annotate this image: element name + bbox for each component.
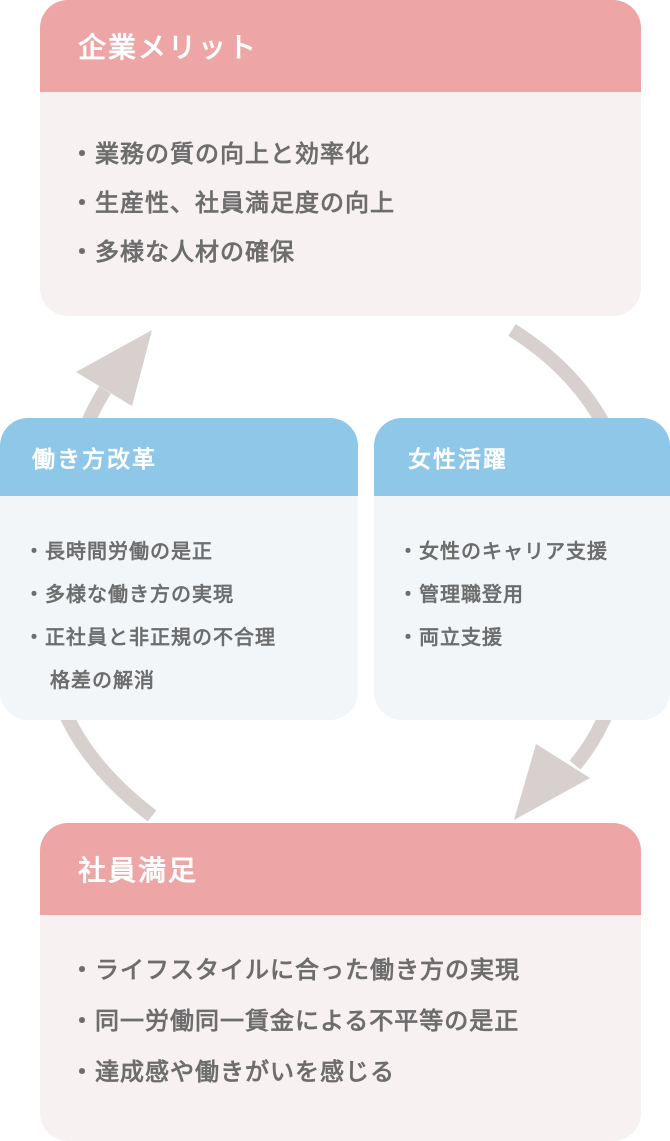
reform-card-body: 長時間労働の是正 多様な働き方の実現 正社員と非正規の不合理 格差の解消 [0, 496, 358, 720]
merit-list: 業務の質の向上と効率化 生産性、社員満足度の向上 多様な人材の確保 [70, 130, 641, 277]
women-list: 女性のキャリア支援 管理職登用 両立支援 [398, 530, 670, 659]
merit-title: 企業メリット [78, 31, 259, 64]
list-item: 生産性、社員満足度の向上 [70, 179, 641, 228]
list-item: ライフスタイルに合った働き方の実現 [70, 945, 641, 996]
list-item: 同一労働同一賃金による不平等の是正 [70, 996, 641, 1047]
arrow-down-icon [514, 744, 590, 820]
arrow-up-icon [76, 330, 152, 406]
list-item: 長時間労働の是正 [24, 530, 358, 573]
list-item-text: 長時間労働の是正 [45, 539, 213, 563]
merit-card-body: 業務の質の向上と効率化 生産性、社員満足度の向上 多様な人材の確保 [40, 92, 641, 316]
satisfaction-card-header: 社員満足 [40, 823, 641, 915]
list-item-text: 正社員と非正規の不合理 [45, 625, 276, 649]
list-item: 達成感や働きがいを感じる [70, 1047, 641, 1098]
reform-card: 働き方改革 長時間労働の是正 多様な働き方の実現 正社員と非正規の不合理 格差の… [0, 418, 358, 720]
list-item: 多様な人材の確保 [70, 228, 641, 277]
list-item: 多様な働き方の実現 [24, 573, 358, 616]
women-title: 女性活躍 [408, 447, 508, 473]
list-item-continuation: 格差の解消 [24, 659, 358, 702]
satisfaction-list: ライフスタイルに合った働き方の実現 同一労働同一賃金による不平等の是正 達成感や… [70, 945, 641, 1098]
satisfaction-title: 社員満足 [78, 854, 199, 887]
list-item-text: 格差の解消 [50, 668, 155, 692]
satisfaction-card-body: ライフスタイルに合った働き方の実現 同一労働同一賃金による不平等の是正 達成感や… [40, 915, 641, 1141]
reform-card-header: 働き方改革 [0, 418, 358, 496]
list-item: 両立支援 [398, 616, 670, 659]
women-card-body: 女性のキャリア支援 管理職登用 両立支援 [374, 496, 670, 720]
merit-card: 企業メリット 業務の質の向上と効率化 生産性、社員満足度の向上 多様な人材の確保 [40, 0, 641, 316]
list-item: 業務の質の向上と効率化 [70, 130, 641, 179]
reform-list: 長時間労働の是正 多様な働き方の実現 正社員と非正規の不合理 格差の解消 [24, 530, 358, 702]
women-card: 女性活躍 女性のキャリア支援 管理職登用 両立支援 [374, 418, 670, 720]
list-item: 正社員と非正規の不合理 [24, 616, 358, 659]
satisfaction-card: 社員満足 ライフスタイルに合った働き方の実現 同一労働同一賃金による不平等の是正… [40, 823, 641, 1141]
merit-card-header: 企業メリット [40, 0, 641, 92]
women-card-header: 女性活躍 [374, 418, 670, 496]
list-item-text: 多様な働き方の実現 [45, 582, 234, 606]
reform-title: 働き方改革 [32, 447, 157, 473]
list-item: 女性のキャリア支援 [398, 530, 670, 573]
list-item: 管理職登用 [398, 573, 670, 616]
